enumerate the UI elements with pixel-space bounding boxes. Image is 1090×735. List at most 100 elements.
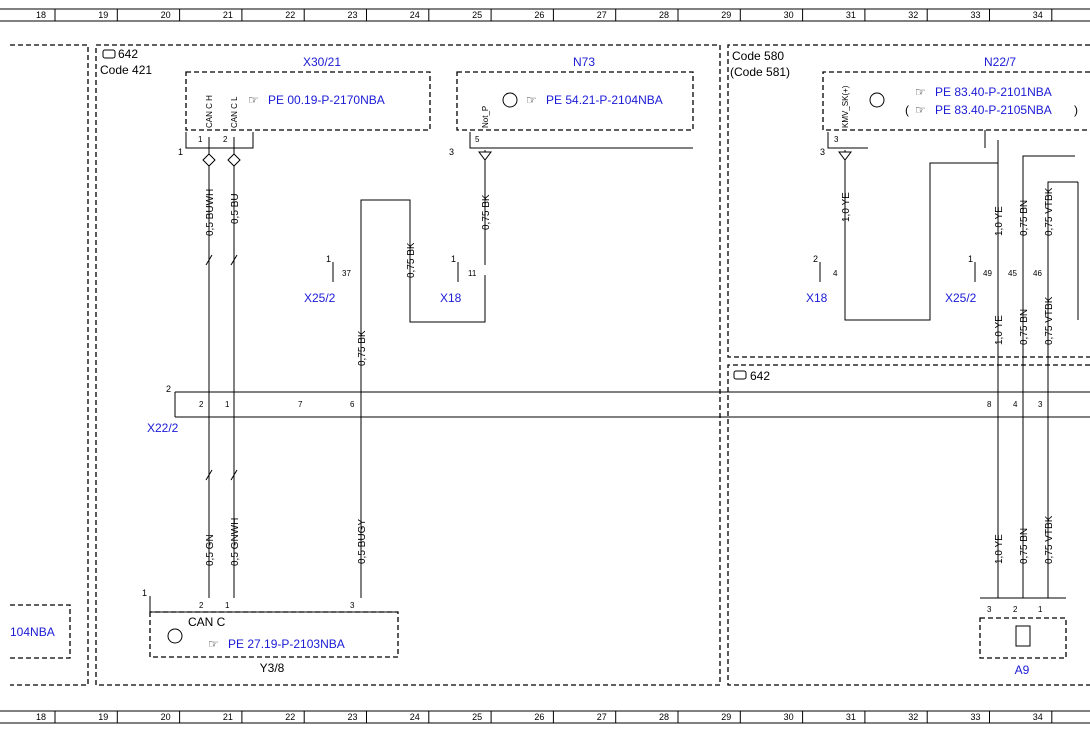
a9-title: A9: [1015, 663, 1030, 677]
grid-column-label: 27: [597, 10, 607, 20]
grid-column-label: 33: [971, 712, 981, 722]
pin-can-c-h: CAN C H: [205, 95, 214, 128]
grid-column-label: 22: [285, 10, 295, 20]
grid-column-label: 22: [285, 712, 295, 722]
grid-column-label: 20: [161, 712, 171, 722]
svg-text:☞: ☞: [208, 637, 219, 651]
n22-7-ref1[interactable]: PE 83.40-P-2101NBA: [935, 85, 1052, 99]
grid-column-label: 34: [1033, 10, 1043, 20]
x30-21-ref[interactable]: PE 00.19-P-2170NBA: [268, 93, 385, 107]
n22-7-ref2-prefix: (: [905, 103, 909, 117]
x18-right-title: X18: [806, 291, 828, 305]
grid-column-label: 26: [534, 712, 544, 722]
pin-num: 2: [199, 400, 204, 409]
bracket-num: 3: [820, 147, 825, 157]
wire-label: 0,75 BN: [1019, 528, 1030, 564]
wire-label: 0,75 VTBK: [1044, 296, 1055, 345]
grid-column-label: 34: [1033, 712, 1043, 722]
grid-column-label: 32: [908, 712, 918, 722]
engine-label-left: 642: [118, 47, 138, 61]
wire-label: 1,0 YE: [994, 534, 1005, 564]
wire-label: 0,75 VTBK: [1044, 187, 1055, 236]
bracket-num: 1: [142, 588, 147, 598]
grid-column-label: 29: [721, 712, 731, 722]
n73-ref[interactable]: PE 54.21-P-2104NBA: [546, 93, 663, 107]
grid-column-label: 18: [36, 10, 46, 20]
grid-column-label: 28: [659, 10, 669, 20]
svg-text:☞: ☞: [526, 93, 537, 107]
pin-num: 4: [833, 269, 838, 278]
engine-icon-lower: [733, 370, 747, 380]
pin-num: 49: [983, 269, 992, 278]
n22-7-box: [822, 71, 1090, 131]
y3-8-title: Y3/8: [260, 661, 285, 675]
wire-label: 0,75 BN: [1019, 309, 1030, 345]
grid-column-label: 23: [348, 10, 358, 20]
grid-column-label: 29: [721, 10, 731, 20]
pin-num: 1: [225, 601, 230, 610]
pin-num: 4: [1013, 400, 1018, 409]
grid-column-label: 18: [36, 712, 46, 722]
n73-box: [456, 71, 694, 131]
wire-label: 0,75 BN: [1019, 200, 1030, 236]
x30-21-box: [185, 71, 431, 131]
frame-right-lower: [727, 364, 1090, 686]
pin-num: 2: [223, 135, 228, 144]
wire-label: 0,5 BUWH: [205, 189, 216, 236]
grid-column-label: 31: [846, 10, 856, 20]
pin-num: 11: [468, 269, 477, 278]
ref-icon: ☞: [915, 85, 926, 99]
grid-bottom: [0, 710, 1090, 724]
wire-label: 1,0 YE: [994, 206, 1005, 236]
bracket-num: 3: [449, 147, 454, 157]
x18-left-title: X18: [440, 291, 462, 305]
grid-top: [0, 8, 1090, 22]
bracket-num: 1: [968, 254, 973, 264]
pin-num: 3: [987, 605, 992, 614]
y3-8-ref[interactable]: PE 27.19-P-2103NBA: [228, 637, 345, 651]
wire-label: 0,75 BK: [481, 194, 492, 230]
grid-column-label: 23: [348, 712, 358, 722]
grid-column-label: 28: [659, 712, 669, 722]
grid-column-label: 27: [597, 712, 607, 722]
pin-num: 3: [834, 135, 839, 144]
pin-num: 1: [1038, 605, 1043, 614]
a9-box: [979, 617, 1067, 659]
grid-column-label: 19: [98, 10, 108, 20]
grid-column-label: 21: [223, 10, 233, 20]
n22-7-ref2-suffix: ): [1074, 103, 1078, 117]
grid-column-label: 30: [784, 10, 794, 20]
grid-column-label: 19: [98, 712, 108, 722]
pin-can-c-l: CAN C L: [230, 96, 239, 128]
wire-label: 1,0 YE: [841, 192, 852, 222]
pin-num: 37: [342, 269, 351, 278]
grid-column-label: 31: [846, 712, 856, 722]
engine-label-lower: 642: [750, 369, 770, 383]
ref-icon: ☞: [248, 93, 259, 107]
wire-label: 0,75 VTBK: [1044, 515, 1055, 564]
pin-num: 2: [199, 601, 204, 610]
pin-num: 2: [1013, 605, 1018, 614]
pin-num: 7: [298, 400, 303, 409]
n73-title: N73: [573, 55, 595, 69]
code-right-alt: (Code 581): [730, 65, 790, 79]
pin-num: 6: [350, 400, 355, 409]
pin-kmv-sk: KMV_SK(+): [841, 85, 850, 128]
x22-2-title: X22/2: [147, 421, 179, 435]
ref-icon: ☞: [526, 93, 537, 107]
pin-num: 1: [198, 135, 203, 144]
wire-label: 0,5 BU: [230, 193, 241, 224]
bracket-num: 1: [326, 254, 331, 264]
grid-column-label: 25: [472, 712, 482, 722]
grid-column-label: 30: [784, 712, 794, 722]
wire-label: 0,5 GNWH: [230, 518, 241, 566]
n22-7-ref2[interactable]: PE 83.40-P-2105NBA: [935, 103, 1052, 117]
pin-num: 46: [1033, 269, 1042, 278]
pin-num: 5: [475, 135, 480, 144]
pin-num: 3: [1038, 400, 1043, 409]
svg-text:☞: ☞: [915, 103, 926, 117]
code-left: Code 421: [100, 63, 152, 77]
frame-left: [10, 44, 89, 686]
left-partial-ref[interactable]: 104NBA: [10, 625, 55, 639]
